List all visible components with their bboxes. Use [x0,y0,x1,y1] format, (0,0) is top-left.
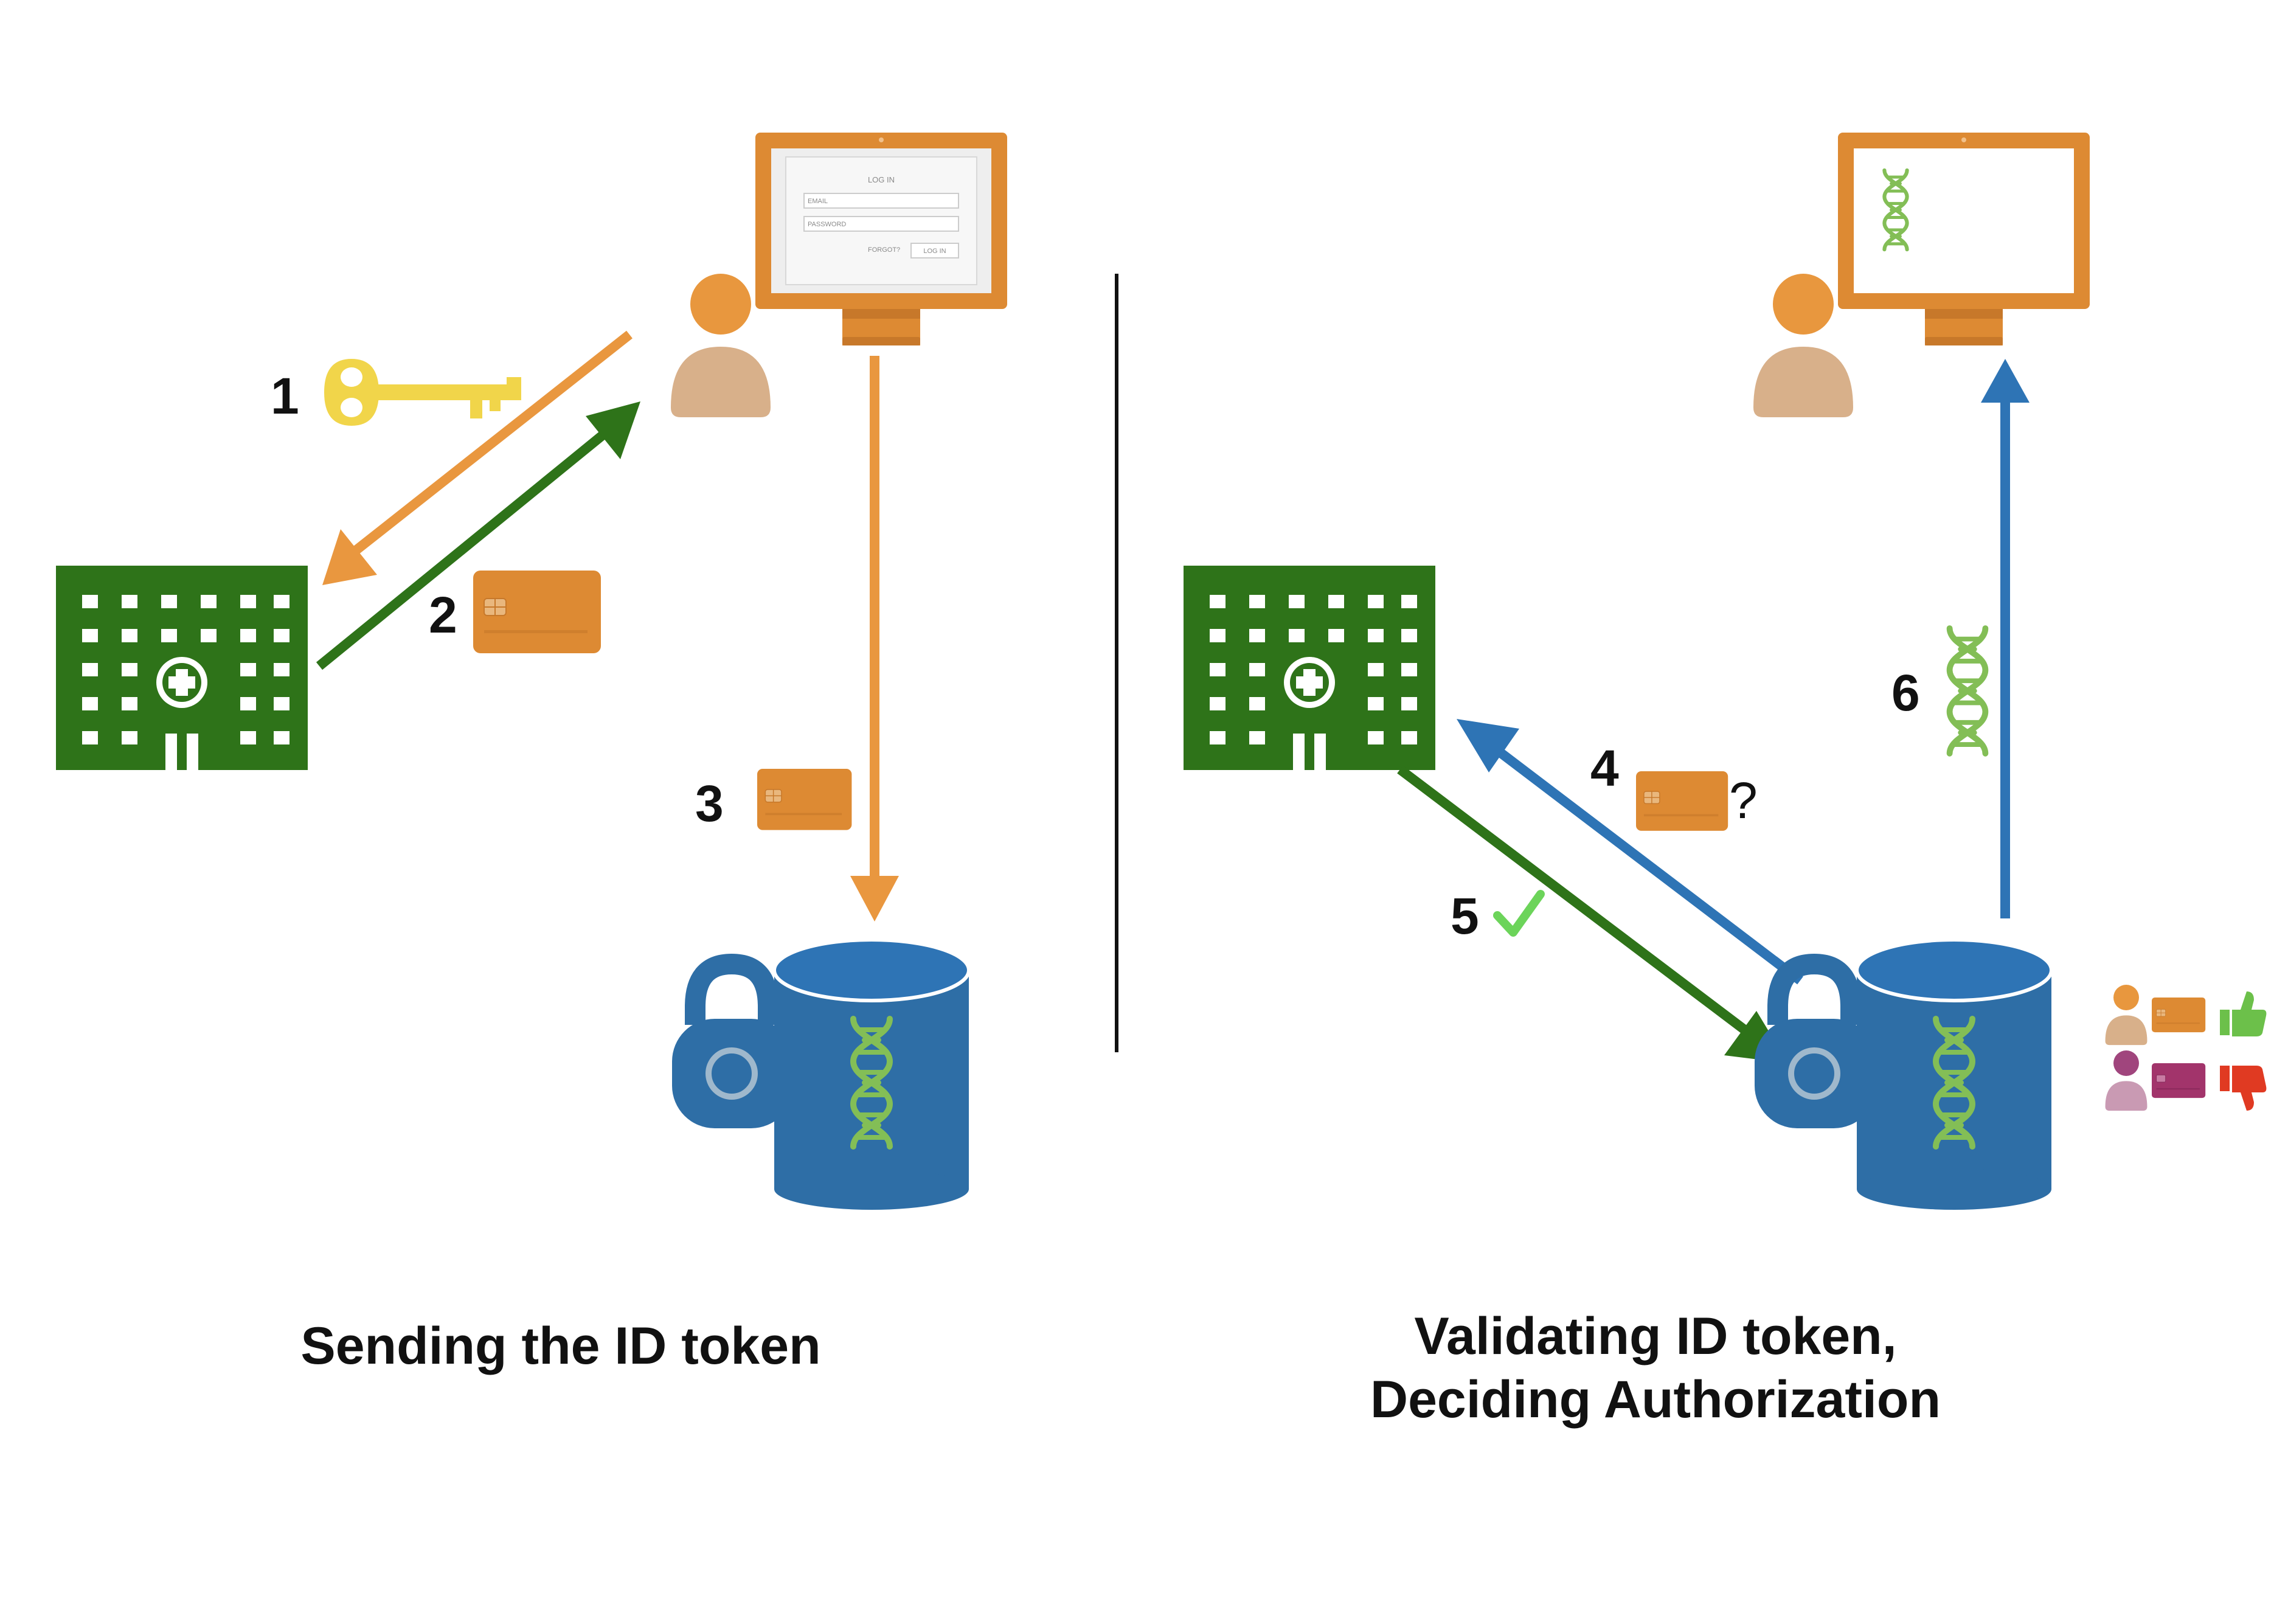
arrow-step3 [850,356,899,921]
email-field-label: EMAIL [808,198,828,205]
access-row-approved [2105,985,2267,1046]
card-icon [757,768,853,831]
hospital-icon [1183,566,1435,770]
arrow-step2 [316,401,640,670]
arrow-step6 [1981,359,2030,918]
card-icon [1635,771,1728,831]
login-form: LOG IN EMAIL PASSWORD FORGOT? LOG IN [803,175,959,259]
card-icon [473,570,601,654]
login-button[interactable] [910,243,959,259]
database-icon [672,940,969,1210]
dna-icon [1950,628,1986,754]
thumbs-up-icon [2220,991,2267,1036]
step6-label: 6 [1891,664,1920,721]
step3-label: 3 [695,775,724,832]
arrow-step4 [1457,719,1803,985]
left-caption: Sending the ID token [300,1317,820,1375]
password-field[interactable] [803,216,959,232]
step4-label: 4 [1590,740,1619,797]
access-list [2105,985,2267,1111]
hospital-icon [55,566,308,770]
thumbs-down-icon [2220,1066,2267,1111]
card-icon [2151,997,2206,1033]
question-mark: ? [1729,772,1758,829]
person-icon [2105,985,2148,1046]
key-icon [324,359,521,426]
login-button-label: LOG IN [923,248,946,255]
access-row-denied [2105,1050,2267,1111]
step1-label: 1 [271,367,299,425]
monitor-icon: LOG IN EMAIL PASSWORD FORGOT? LOG IN [755,133,1007,345]
step5-label: 5 [1451,887,1479,945]
card-icon [2152,1063,2206,1098]
right-caption-line2: Deciding Authorization [1370,1370,1941,1429]
forgot-link[interactable]: FORGOT? [868,246,900,254]
arrow-step1 [322,330,633,585]
email-field[interactable] [803,193,959,209]
password-field-label: PASSWORD [808,221,846,228]
person-icon [2113,1050,2139,1076]
monitor-icon [1838,133,2090,345]
right-caption-line1: Validating ID token, [1414,1307,1896,1365]
login-form-title: LOG IN [868,175,895,184]
check-icon [1493,890,1545,937]
step2-label: 2 [429,586,457,644]
